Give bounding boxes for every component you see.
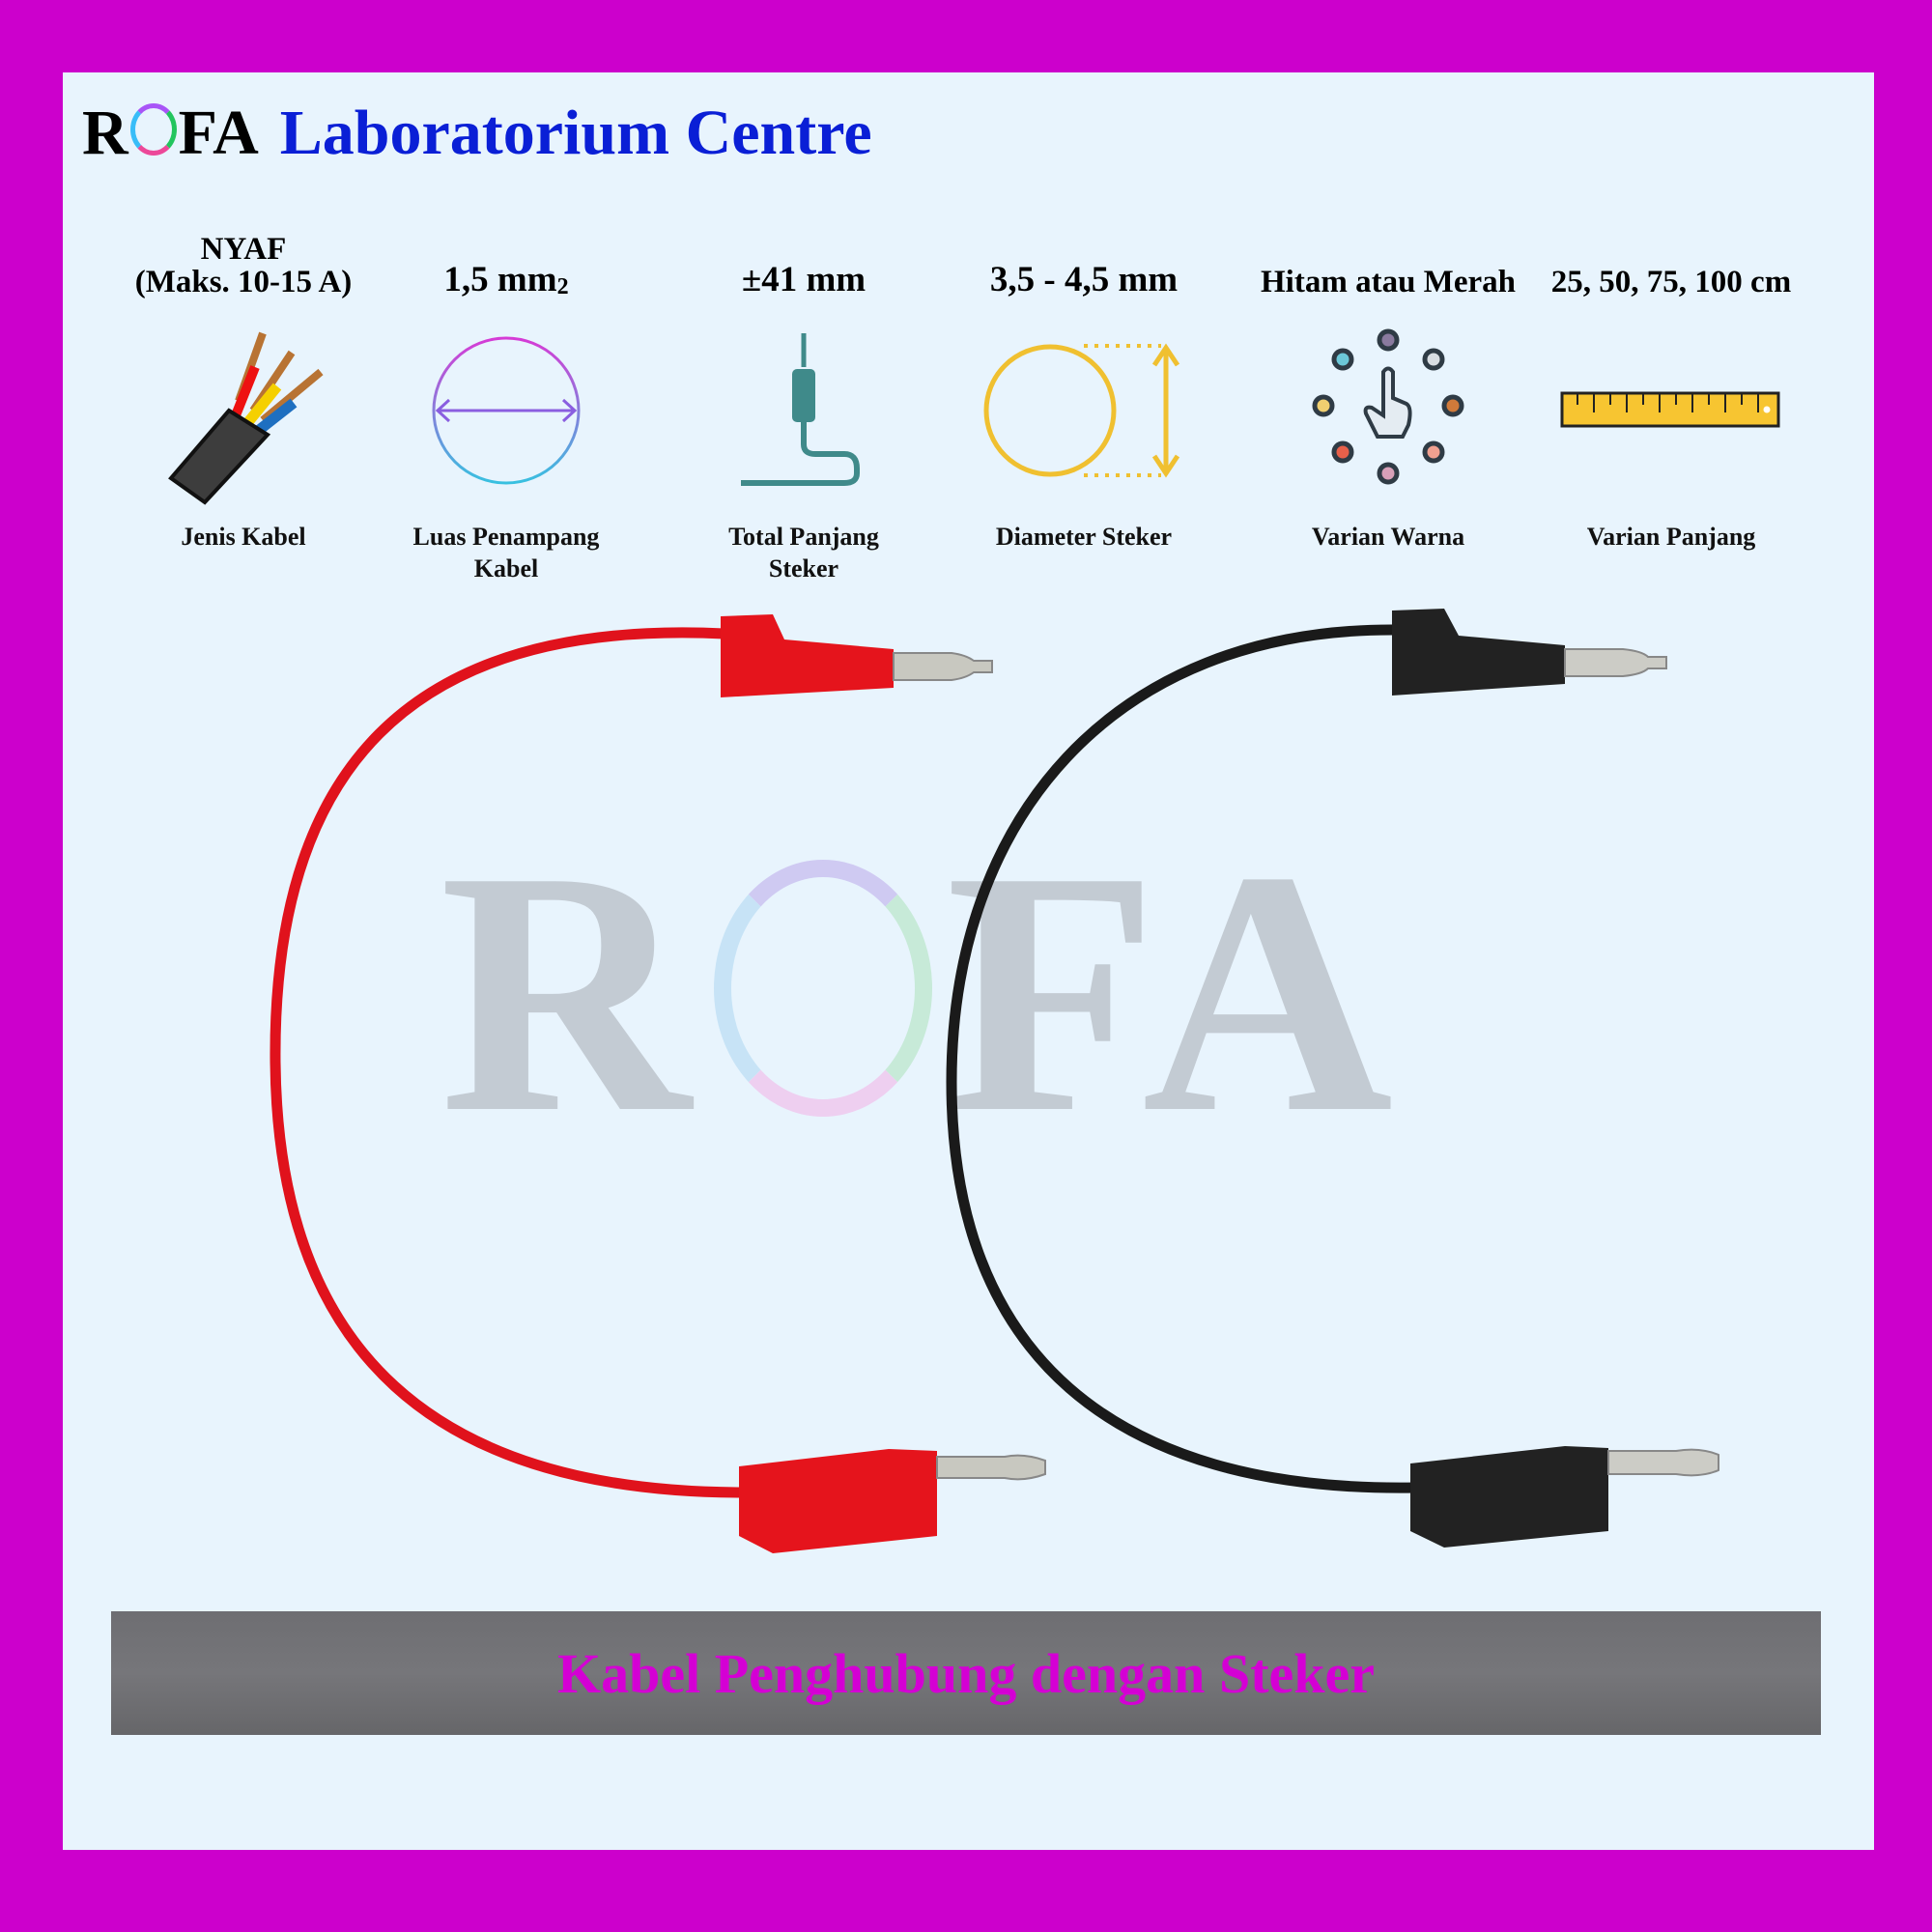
spec-label: Jenis Kabel	[181, 523, 306, 551]
ruler-icon	[1526, 299, 1816, 522]
logo-ring-icon	[129, 103, 177, 156]
black-cable	[946, 609, 1719, 1548]
cross-section-icon	[361, 299, 651, 522]
color-picker-icon	[1243, 299, 1533, 522]
spec-value: 3,5 - 4,5 mm	[989, 260, 1179, 300]
spec-label-line: Luas Penampang	[412, 523, 600, 551]
cable-wires-icon	[99, 299, 388, 522]
spec-label-line: Total Panjang	[728, 523, 879, 551]
spec-label-line: Kabel	[473, 554, 539, 582]
spec-value: NYAF(Maks. 10-15 A)	[99, 213, 388, 299]
spec-value-text: 1,5 mm	[443, 260, 557, 300]
spec-color-variants: Hitam atau Merah Varian Warna	[1243, 213, 1533, 554]
spec-value-line: (Maks. 10-15 A)	[134, 265, 353, 300]
spec-cable-type: NYAF(Maks. 10-15 A) Jenis Kabel	[99, 213, 388, 554]
title-subtitle: Laboratorium Centre	[279, 98, 872, 168]
watermark-letter: R	[440, 799, 700, 1184]
page-title: R FA Laboratorium Centre	[82, 97, 872, 170]
spec-value-line: NYAF	[200, 231, 287, 267]
brand-logo: R FA	[82, 98, 259, 168]
watermark-logo: R FA	[440, 792, 1403, 1192]
spec-label: Varian Panjang	[1586, 523, 1756, 551]
spec-value: ±41 mm	[741, 260, 867, 300]
diameter-icon	[939, 299, 1229, 522]
spec-label: Diameter Steker	[995, 523, 1173, 551]
plug-length-icon	[659, 299, 949, 522]
brand-letter: R	[82, 98, 128, 168]
brand-letters: FA	[178, 98, 259, 168]
spec-length-variants: 25, 50, 75, 100 cm Varian Panjang	[1526, 213, 1816, 554]
spec-value: Hitam atau Merah	[1261, 265, 1516, 300]
product-name-banner: Kabel Penghubung dengan Steker	[111, 1611, 1821, 1735]
spec-label-line: Steker	[768, 554, 839, 582]
spec-plug-diameter: 3,5 - 4,5 mm Diameter Steker	[939, 213, 1229, 554]
spec-label: Varian Warna	[1311, 523, 1465, 551]
spec-value: 25, 50, 75, 100 cm	[1550, 265, 1792, 300]
red-cable	[270, 614, 1046, 1553]
superscript: 2	[556, 273, 569, 299]
watermark-letters: FA	[945, 799, 1404, 1184]
banner-text: Kabel Penghubung dengan Steker	[556, 1641, 1375, 1705]
